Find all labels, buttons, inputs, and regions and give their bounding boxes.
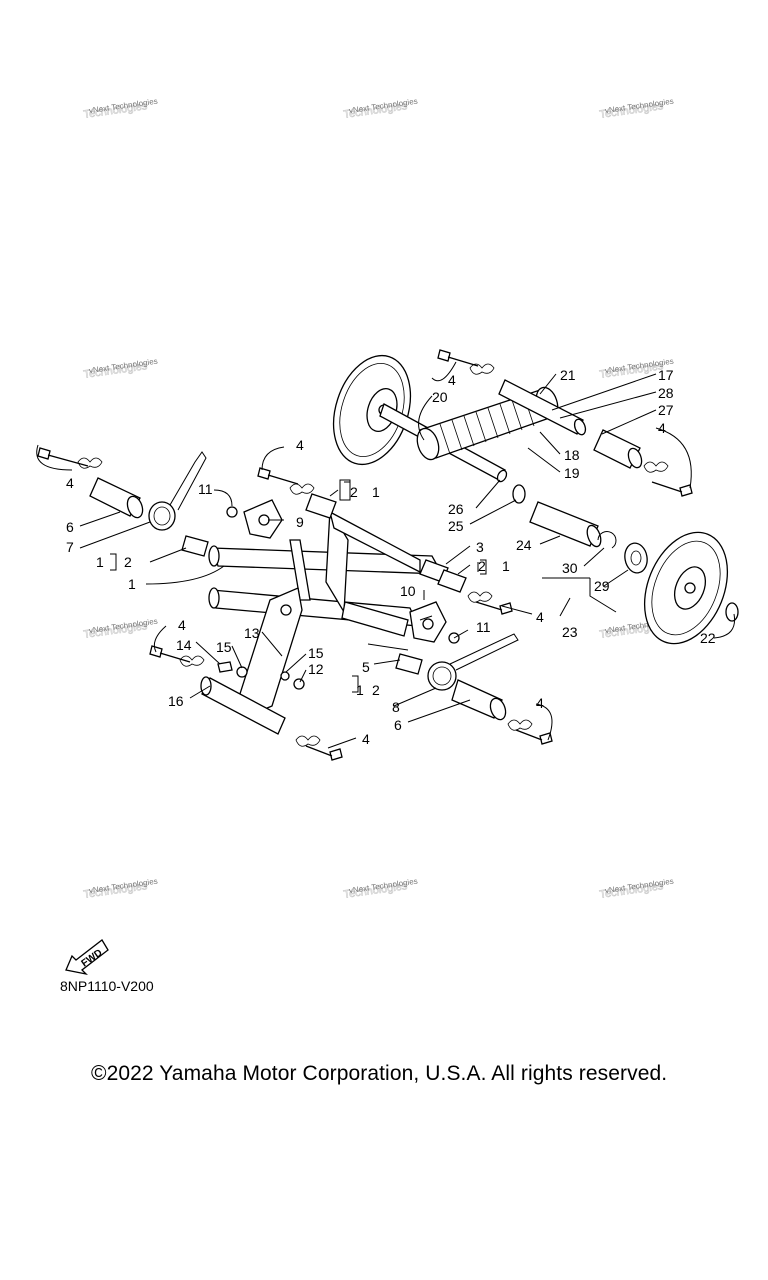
callout-13: 13 xyxy=(244,625,260,641)
callout-8: 8 xyxy=(392,699,400,715)
upper-right-collar xyxy=(498,379,587,436)
callout-10: 10 xyxy=(400,583,416,599)
callout-2: 2 xyxy=(124,554,132,570)
left-bushing-2 xyxy=(181,535,209,557)
callout-4: 4 xyxy=(536,609,544,625)
left-sleeve xyxy=(89,477,144,519)
callout-21: 21 xyxy=(560,367,576,383)
washers xyxy=(77,363,669,747)
watermark: Technologies vNext Technologies xyxy=(82,877,158,902)
upper-left-idler-wheel xyxy=(332,354,412,466)
callout-30: 30 xyxy=(562,560,578,576)
watermark: Technologies vNext Technologies xyxy=(342,877,418,902)
callout-4: 4 xyxy=(362,731,370,747)
callout-22: 22 xyxy=(700,630,716,646)
callout-15: 15 xyxy=(216,639,232,655)
callouts: 4 6 7 1 2 1 11 4 9 2 1 3 2 1 10 4 11 5 1… xyxy=(66,367,716,747)
callout-2: 2 xyxy=(350,484,358,500)
circlip-22 xyxy=(725,602,739,622)
watermark: Technologies vNext Technologies xyxy=(82,357,158,382)
watermark: Technologies vNext Technologies xyxy=(342,97,418,122)
callout-14: 14 xyxy=(176,637,192,653)
callout-6: 6 xyxy=(66,519,74,535)
upper-right-spacer xyxy=(593,429,643,469)
callout-24: 24 xyxy=(516,537,532,553)
callout-9: 9 xyxy=(296,514,304,530)
main-swing-arm xyxy=(208,507,444,637)
watermark: Technologies vNext Technologies xyxy=(82,97,158,122)
callout-12: 12 xyxy=(308,661,324,677)
callout-4: 4 xyxy=(658,420,666,436)
bushing-right-upper xyxy=(305,493,467,593)
callout-20: 20 xyxy=(432,389,448,405)
callout-16: 16 xyxy=(168,693,184,709)
callout-4: 4 xyxy=(296,437,304,453)
stopper-9 xyxy=(243,499,283,539)
shaft-24 xyxy=(529,501,602,548)
callout-11: 11 xyxy=(476,619,491,635)
left-torsion-spring xyxy=(148,451,207,531)
callout-1: 1 xyxy=(372,484,380,500)
callout-4: 4 xyxy=(178,617,186,633)
lower-right-idler-wheel xyxy=(643,531,729,645)
bearing-29 xyxy=(624,542,648,574)
callout-5: 5 xyxy=(362,659,370,675)
callout-2: 2 xyxy=(372,682,380,698)
right-sleeve xyxy=(451,679,507,721)
watermarks: Technologies vNext Technologies Technolo… xyxy=(82,97,674,902)
callout-2: 2 xyxy=(478,558,486,574)
callout-19: 19 xyxy=(564,465,580,481)
callout-18: 18 xyxy=(564,447,580,463)
callout-7: 7 xyxy=(66,539,74,555)
watermark: Technologies vNext Technologies xyxy=(598,877,674,902)
callout-3: 3 xyxy=(476,539,484,555)
bolts xyxy=(37,349,693,761)
watermark: Technologies vNext Technologies xyxy=(598,97,674,122)
callout-1: 1 xyxy=(356,682,364,698)
copyright-notice: ©2022 Yamaha Motor Corporation, U.S.A. A… xyxy=(91,1062,668,1085)
callout-1: 1 xyxy=(502,558,510,574)
callout-15: 15 xyxy=(308,645,324,661)
callout-6: 6 xyxy=(394,717,402,733)
fwd-arrow-icon: FWD xyxy=(65,939,109,976)
callout-11: 11 xyxy=(198,481,213,497)
callout-4: 4 xyxy=(448,372,456,388)
callout-4: 4 xyxy=(536,695,544,711)
stopper-10 xyxy=(409,601,447,643)
callout-25: 25 xyxy=(448,518,464,534)
callout-29: 29 xyxy=(594,578,610,594)
washer-25 xyxy=(512,484,526,504)
circlip-30 xyxy=(597,531,617,549)
right-bushing-5 xyxy=(395,653,423,675)
callout-1: 1 xyxy=(96,554,104,570)
callout-17: 17 xyxy=(658,367,674,383)
callout-28: 28 xyxy=(658,385,674,401)
callout-26: 26 xyxy=(448,501,464,517)
diagram-code: 8NP1110-V200 xyxy=(60,978,154,994)
callout-4: 4 xyxy=(66,475,74,491)
leader-lines xyxy=(36,361,736,749)
callout-23: 23 xyxy=(562,624,578,640)
right-torsion-spring xyxy=(427,633,519,691)
watermark: Technologies vNext Technologies xyxy=(82,617,158,642)
callout-1: 1 xyxy=(128,576,136,592)
callout-27: 27 xyxy=(658,402,674,418)
